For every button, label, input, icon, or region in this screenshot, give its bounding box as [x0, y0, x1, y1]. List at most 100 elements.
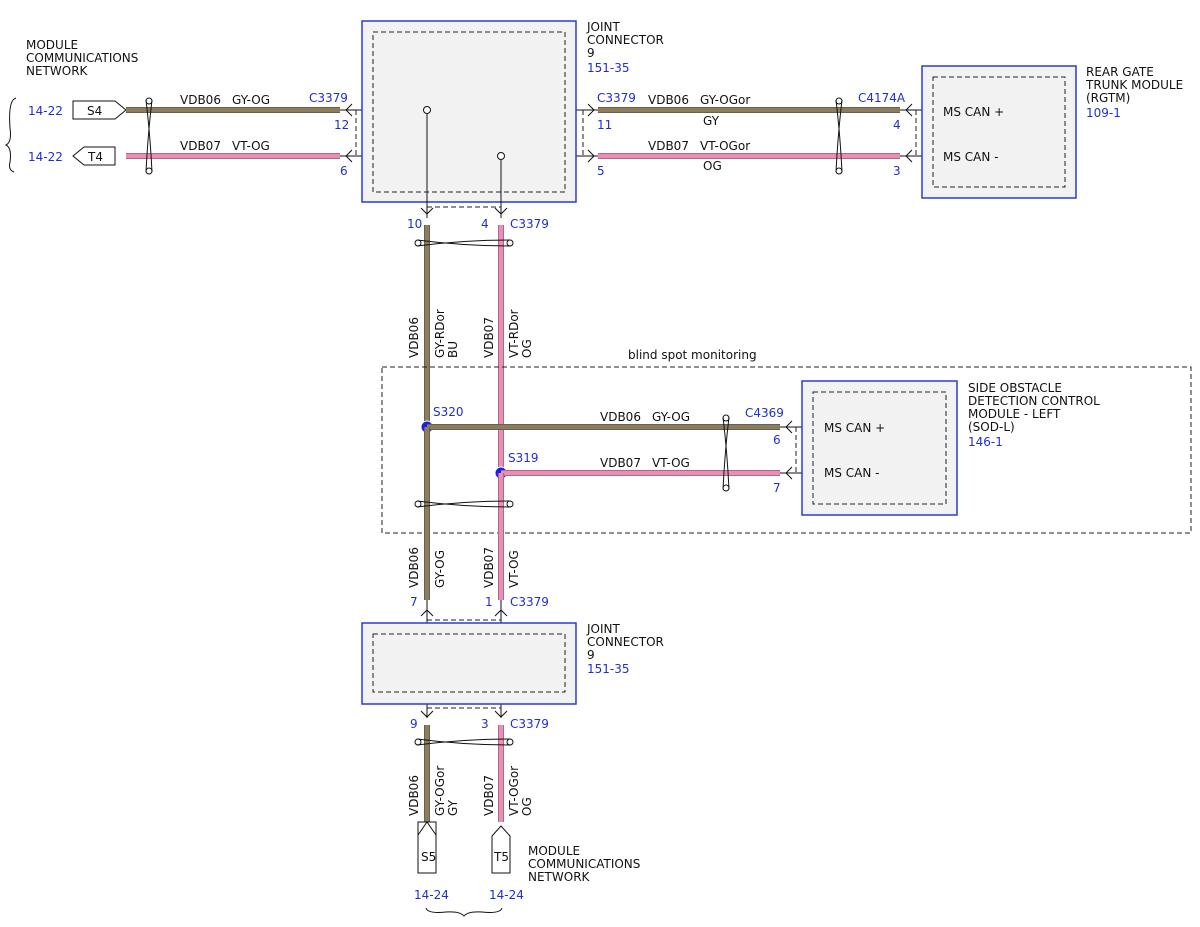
wire-right-bot: VDB07 VT-OGor OG — [598, 139, 900, 173]
svg-text:VDB07: VDB07 — [180, 139, 221, 153]
svg-text:GY-OG: GY-OG — [232, 93, 270, 107]
svg-text:4: 4 — [893, 118, 901, 132]
svg-text:9: 9 — [410, 717, 418, 731]
wire-vert-b-mid: VDB07 VT-OG — [482, 473, 521, 600]
svg-text:TRUNK MODULE: TRUNK MODULE — [1085, 78, 1183, 92]
svg-text:VDB07: VDB07 — [482, 317, 496, 358]
svg-text:146-1: 146-1 — [968, 435, 1003, 449]
svg-text:4: 4 — [481, 217, 489, 231]
joint-top-label: JOINT CONNECTOR 9 151-35 — [586, 20, 664, 75]
svg-text:DETECTION CONTROL: DETECTION CONTROL — [968, 394, 1100, 408]
svg-text:MODULE - LEFT: MODULE - LEFT — [968, 407, 1061, 421]
svg-text:7: 7 — [773, 481, 781, 495]
svg-text:6: 6 — [340, 164, 348, 178]
conn-c3379-left: C3379 — [309, 91, 348, 105]
svg-text:VDB07: VDB07 — [600, 456, 641, 470]
svg-text:6: 6 — [773, 433, 781, 447]
svg-text:GY-RDor: GY-RDor — [433, 309, 447, 358]
top-network-label: MODULE COMMUNICATIONS NETWORK — [26, 38, 138, 78]
svg-text:T4: T4 — [87, 150, 103, 164]
svg-text:12: 12 — [334, 118, 349, 132]
svg-text:CONNECTOR: CONNECTOR — [587, 635, 664, 649]
svg-text:GY-OG: GY-OG — [433, 550, 447, 588]
twist-left — [145, 97, 153, 175]
svg-text:S319: S319 — [508, 451, 539, 465]
conn-c3379-right: C3379 — [597, 91, 636, 105]
twist-right — [835, 97, 843, 175]
joint-bottom-label: JOINT CONNECTOR 9 151-35 — [586, 622, 664, 676]
svg-text:MS CAN +: MS CAN + — [943, 105, 1004, 119]
svg-text:GY-OGor: GY-OGor — [700, 93, 750, 107]
svg-text:GY-OGor: GY-OGor — [433, 766, 447, 816]
svg-text:GY: GY — [446, 799, 460, 816]
tag-t4: 14-22 T4 — [28, 146, 116, 166]
svg-text:VDB07: VDB07 — [482, 775, 496, 816]
bottom-brace — [425, 907, 503, 917]
blind-spot-region — [381, 366, 1192, 534]
svg-text:VDB06: VDB06 — [407, 317, 421, 358]
wire-vert-b-low: VDB07 VT-OGor OG — [482, 725, 534, 822]
svg-text:3: 3 — [481, 717, 489, 731]
twist-sod — [722, 414, 730, 492]
svg-text:S320: S320 — [433, 405, 464, 419]
wire-left-top: VDB06 GY-OG — [126, 93, 340, 113]
svg-text:VT-OG: VT-OG — [232, 139, 270, 153]
svg-text:VT-RDor: VT-RDor — [507, 309, 521, 358]
svg-text:MODULE: MODULE — [528, 844, 580, 858]
wire-vert-a-upper: VDB06 GY-RDor BU — [407, 225, 460, 427]
bottom-network-label: MODULE COMMUNICATIONS NETWORK — [528, 844, 640, 884]
wire-right-top: VDB06 GY-OGor GY — [598, 93, 900, 128]
svg-text:COMMUNICATIONS: COMMUNICATIONS — [26, 51, 138, 65]
svg-text:COMMUNICATIONS: COMMUNICATIONS — [528, 857, 640, 871]
conn-c4369: C4369 — [745, 406, 784, 420]
svg-text:3: 3 — [893, 164, 901, 178]
svg-text:GY: GY — [703, 114, 720, 128]
svg-text:14-22: 14-22 — [28, 150, 63, 164]
svg-text:NETWORK: NETWORK — [528, 870, 591, 884]
region-label: blind spot monitoring — [628, 348, 757, 362]
svg-text:VT-OGor: VT-OGor — [700, 139, 750, 153]
svg-text:OG: OG — [520, 797, 534, 816]
twist-vertical-top — [414, 239, 514, 247]
svg-text:JOINT: JOINT — [586, 20, 621, 34]
svg-text:VDB06: VDB06 — [600, 410, 641, 424]
wire-sod-top: VDB06 GY-OG — [427, 410, 780, 430]
rgtm-module: MS CAN + MS CAN - — [921, 65, 1077, 199]
tag-s4: 14-22 S4 — [28, 100, 127, 120]
svg-text:OG: OG — [520, 339, 534, 358]
svg-text:7: 7 — [410, 595, 418, 609]
conn-c3379-vbot: C3379 — [510, 717, 549, 731]
svg-text:SIDE OBSTACLE: SIDE OBSTACLE — [968, 381, 1062, 395]
svg-text:NETWORK: NETWORK — [26, 64, 89, 78]
sodl-module: MS CAN + MS CAN - — [801, 380, 958, 516]
svg-text:10: 10 — [407, 217, 422, 231]
svg-text:14-24: 14-24 — [414, 888, 449, 902]
junction-top-a — [423, 106, 431, 114]
svg-text:VT-OGor: VT-OGor — [507, 766, 521, 816]
svg-text:OG: OG — [703, 159, 722, 173]
svg-text:BU: BU — [446, 341, 460, 358]
tag-s5: S5 14-24 — [414, 821, 449, 902]
junction-top-b — [497, 152, 505, 160]
svg-text:MS CAN -: MS CAN - — [824, 466, 880, 480]
svg-text:9: 9 — [587, 46, 595, 60]
wire-vert-a-low: VDB06 GY-OGor GY — [407, 725, 460, 822]
joint-connector-bottom — [361, 622, 577, 705]
svg-text:VDB06: VDB06 — [407, 775, 421, 816]
svg-text:VDB07: VDB07 — [648, 139, 689, 153]
svg-text:9: 9 — [587, 648, 595, 662]
svg-text:MS CAN +: MS CAN + — [824, 421, 885, 435]
svg-text:5: 5 — [597, 164, 605, 178]
wire-left-bot: VDB07 VT-OG — [126, 139, 340, 159]
svg-text:S5: S5 — [421, 850, 436, 864]
svg-text:VT-OG: VT-OG — [507, 550, 521, 588]
wire-vert-b-upper: VDB07 VT-RDor OG — [482, 225, 534, 473]
svg-text:VDB07: VDB07 — [482, 547, 496, 588]
svg-text:JOINT: JOINT — [586, 622, 621, 636]
svg-text:GY-OG: GY-OG — [652, 410, 690, 424]
tag-t5: T5 14-24 — [489, 825, 524, 902]
svg-text:VDB06: VDB06 — [407, 547, 421, 588]
svg-text:REAR GATE: REAR GATE — [1086, 65, 1154, 79]
svg-text:151-35: 151-35 — [587, 61, 630, 75]
